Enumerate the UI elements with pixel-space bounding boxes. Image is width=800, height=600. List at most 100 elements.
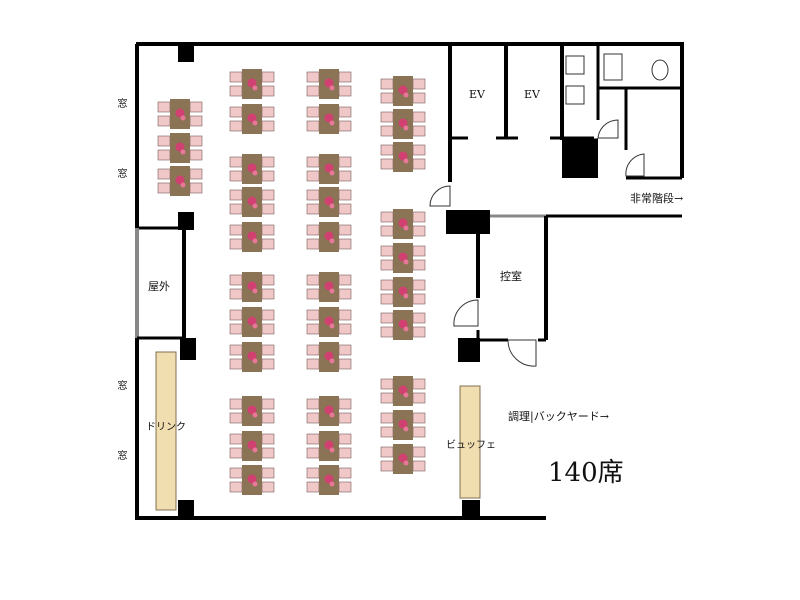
chair	[306, 433, 320, 445]
chair	[412, 326, 426, 338]
table-group	[306, 307, 352, 337]
flower-icon	[252, 203, 258, 209]
toilet	[603, 53, 623, 81]
flower-icon	[403, 326, 409, 332]
chair	[157, 115, 171, 127]
chair	[229, 170, 243, 182]
pillar	[462, 500, 480, 520]
chair	[229, 274, 243, 286]
chair	[306, 106, 320, 118]
flower-icon	[403, 158, 409, 164]
chair	[338, 398, 352, 410]
flower-icon	[252, 120, 258, 126]
chair	[412, 460, 426, 472]
chair	[380, 125, 394, 137]
flower-icon	[247, 78, 257, 88]
flower-icon	[175, 108, 185, 118]
chair	[306, 71, 320, 83]
flower-icon	[398, 252, 408, 262]
flower-icon	[324, 113, 334, 123]
chair	[338, 309, 352, 321]
flower-icon	[398, 385, 408, 395]
chair	[189, 101, 203, 113]
chair	[412, 92, 426, 104]
chair	[380, 293, 394, 305]
pillar	[178, 212, 194, 230]
table-group	[229, 342, 275, 372]
flower-icon	[329, 120, 335, 126]
chair	[412, 279, 426, 291]
flower-icon	[180, 149, 186, 155]
flower-icon	[403, 259, 409, 265]
chair	[338, 238, 352, 250]
chair	[306, 170, 320, 182]
chair	[261, 189, 275, 201]
drink-label: ドリンク	[146, 422, 186, 433]
chair	[229, 224, 243, 236]
chair	[412, 412, 426, 424]
flower-icon	[398, 118, 408, 128]
table-group	[229, 222, 275, 252]
flower-icon	[329, 170, 335, 176]
table-group	[306, 342, 352, 372]
doors	[429, 119, 645, 367]
table-group	[157, 133, 203, 163]
chair	[380, 326, 394, 338]
chair	[306, 156, 320, 168]
flower-icon	[329, 203, 335, 209]
flower-icon	[247, 281, 257, 291]
chair	[157, 101, 171, 113]
flower-icon	[329, 85, 335, 91]
chair	[412, 125, 426, 137]
table-group	[380, 277, 426, 307]
table-group	[380, 444, 426, 474]
pillar	[458, 338, 480, 362]
chair	[189, 182, 203, 194]
flower-icon	[403, 293, 409, 299]
chair	[380, 412, 394, 424]
flower-icon	[329, 412, 335, 418]
chair	[229, 481, 243, 493]
chair	[306, 238, 320, 250]
chair	[306, 412, 320, 424]
flower-icon	[324, 78, 334, 88]
chair	[380, 211, 394, 223]
table-group	[229, 104, 275, 134]
chair	[261, 71, 275, 83]
chair	[306, 120, 320, 132]
chair	[261, 447, 275, 459]
door-swing	[429, 185, 451, 207]
elevator-label: EV	[469, 88, 485, 101]
flower-icon	[180, 182, 186, 188]
chair	[229, 358, 243, 370]
chair	[306, 85, 320, 97]
table-group	[229, 154, 275, 184]
chair	[306, 344, 320, 356]
flower-icon	[324, 316, 334, 326]
chair	[338, 447, 352, 459]
chair	[229, 106, 243, 118]
flower-icon	[252, 323, 258, 329]
table-group	[380, 410, 426, 440]
chair	[157, 168, 171, 180]
pillar	[562, 140, 598, 178]
chair	[189, 168, 203, 180]
table-group	[306, 69, 352, 99]
table-group	[306, 222, 352, 252]
chair	[261, 433, 275, 445]
sink	[565, 55, 585, 75]
chair	[306, 467, 320, 479]
chair	[189, 149, 203, 161]
flower-icon	[324, 231, 334, 241]
toilet	[651, 59, 669, 81]
sink	[565, 85, 585, 105]
chair	[229, 189, 243, 201]
table-group	[380, 310, 426, 340]
flower-icon	[252, 412, 258, 418]
chair	[261, 238, 275, 250]
seat-count-label: 140席	[548, 458, 624, 488]
flower-icon	[252, 358, 258, 364]
chair	[229, 288, 243, 300]
flower-icon	[398, 419, 408, 429]
